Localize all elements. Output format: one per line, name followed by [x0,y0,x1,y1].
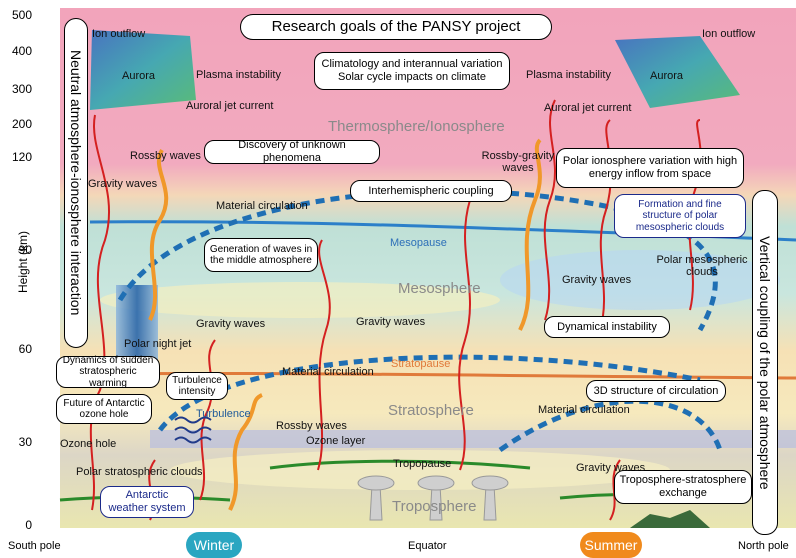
label-turbulence: Turbulence [196,408,251,420]
wave-orange [148,148,169,321]
ozone-band [150,430,796,448]
x-label-equator: Equator [408,540,447,552]
layer-mesosphere: Mesosphere [398,280,481,297]
blob [170,450,670,490]
y-tick-500: 500 [11,8,32,22]
blob [500,250,780,310]
label-ion-outflow-right: Ion outflow [702,28,756,40]
label-jet-left: Auroral jet current [186,100,274,112]
turbulence-squiggle [174,426,212,434]
label-gravity-center: Gravity waves [356,316,426,328]
y-tick-400: 400 [11,44,32,58]
box-discovery: Discovery of unknown phenomena [204,139,380,164]
wave-red [89,114,110,511]
circulation-arrow-middle [158,354,701,432]
aurora-left [90,30,196,110]
layer-tropopause: Tropopause [393,458,452,470]
layer-stratosphere: Stratosphere [388,402,474,419]
label-polar-night-jet: Polar night jet [124,338,192,350]
layer-mesopause: Mesopause [390,237,447,249]
label-rossby-top: Rossby waves [130,150,201,162]
box-climatology: Climatology and interannual variation So… [314,52,510,90]
label-material-low: Material circulation [538,404,630,416]
wave-red [317,239,331,471]
box-dynamical-instability: Dynamical instability [544,316,670,338]
tropopause-line [269,459,531,470]
right-vertical-label: Vertical coupling of the polar atmospher… [757,235,774,490]
layer-ozone: Ozone layer [306,435,366,447]
right-vertical-box: Vertical coupling of the polar atmospher… [752,190,778,535]
wave-red [688,119,702,311]
box-turbulence-intensity: Turbulence intensity [166,372,228,400]
wave-orange [228,393,263,511]
left-vertical-box: Neutral atmosphere-ionosphere interactio… [64,18,88,348]
label-aurora-right: Aurora [650,70,684,82]
wave-red [199,339,216,501]
box-polar-ionosphere: Polar ionosphere variation with high ene… [556,148,744,188]
y-tick-90: 90 [18,243,32,257]
left-vertical-label: Neutral atmosphere-ionosphere interactio… [68,50,85,316]
wave-orange [518,138,542,331]
label-rossby-low: Rossby waves [276,420,347,432]
aurora-right [615,36,740,108]
x-label-north-pole: North pole [738,540,789,552]
y-axis-title: Height (km) [16,230,31,294]
box-antarctic-weather: Antarctic weather system [100,486,194,518]
label-rossby-gravity: Rossby-gravity waves [481,150,555,175]
layer-stratopause: Stratopause [391,358,451,370]
label-plasma-left: Plasma instability [196,69,281,81]
cloud-tower [471,475,509,491]
box-generation: Generation of waves in the middle atmosp… [204,238,318,272]
label-material-top: Material circulation [216,200,308,212]
wave-red [599,119,612,331]
summer-pill: Summer [580,532,642,558]
y-tick-300: 300 [11,82,32,96]
cloud-tower [357,475,395,491]
label-ozone-hole: Ozone hole [60,438,117,450]
box-pmc-formation: Formation and fine structure of polar me… [614,194,746,238]
label-aurora-left: Aurora [122,70,156,82]
label-jet-right: Auroral jet current [544,102,632,114]
cloud-tower [417,475,455,491]
winter-pill: Winter [186,532,242,558]
turbulence-squiggle [174,416,212,424]
y-tick-0: 0 [25,518,32,532]
box-ssw: Dynamics of sudden stratospheric warming [56,355,160,389]
label-ion-outflow-left: Ion outflow [92,28,146,40]
label-gravity-mid: Gravity waves [196,318,266,330]
label-gravity-low: Gravity waves [576,462,646,474]
wave-red [543,99,556,321]
y-tick-120: 120 [11,150,32,164]
box-ozone-future: Future of Antarctic ozone hole [56,394,152,424]
label-gravity-right: Gravity waves [562,274,632,286]
label-gravity-top: Gravity waves [88,178,158,190]
y-tick-60: 60 [18,342,32,356]
layer-thermosphere: Thermosphere/Ionosphere [328,118,505,135]
box-interhemispheric: Interhemispheric coupling [350,180,512,202]
mountain [630,510,710,528]
label-psc: Polar stratospheric clouds [76,466,203,478]
y-tick-200: 200 [11,117,32,131]
label-plasma-right: Plasma instability [526,69,611,81]
label-material-mid: Material circulation [282,366,374,378]
label-pmc: Polar mesospheric clouds [656,254,748,279]
blob [100,282,500,318]
wave-red [458,199,471,471]
wave-red [609,459,621,521]
diagram-title: Research goals of the PANSY project [240,14,552,40]
x-label-south-pole: South pole [8,540,61,552]
circulation-arrow-upper [117,188,718,332]
y-tick-30: 30 [18,435,32,449]
turbulence-squiggle [174,436,212,444]
layer-troposphere: Troposphere [392,498,477,515]
box-trop-exchange: Troposphere-stratosphere exchange [614,470,752,504]
box-3d-structure: 3D structure of circulation [586,380,726,402]
